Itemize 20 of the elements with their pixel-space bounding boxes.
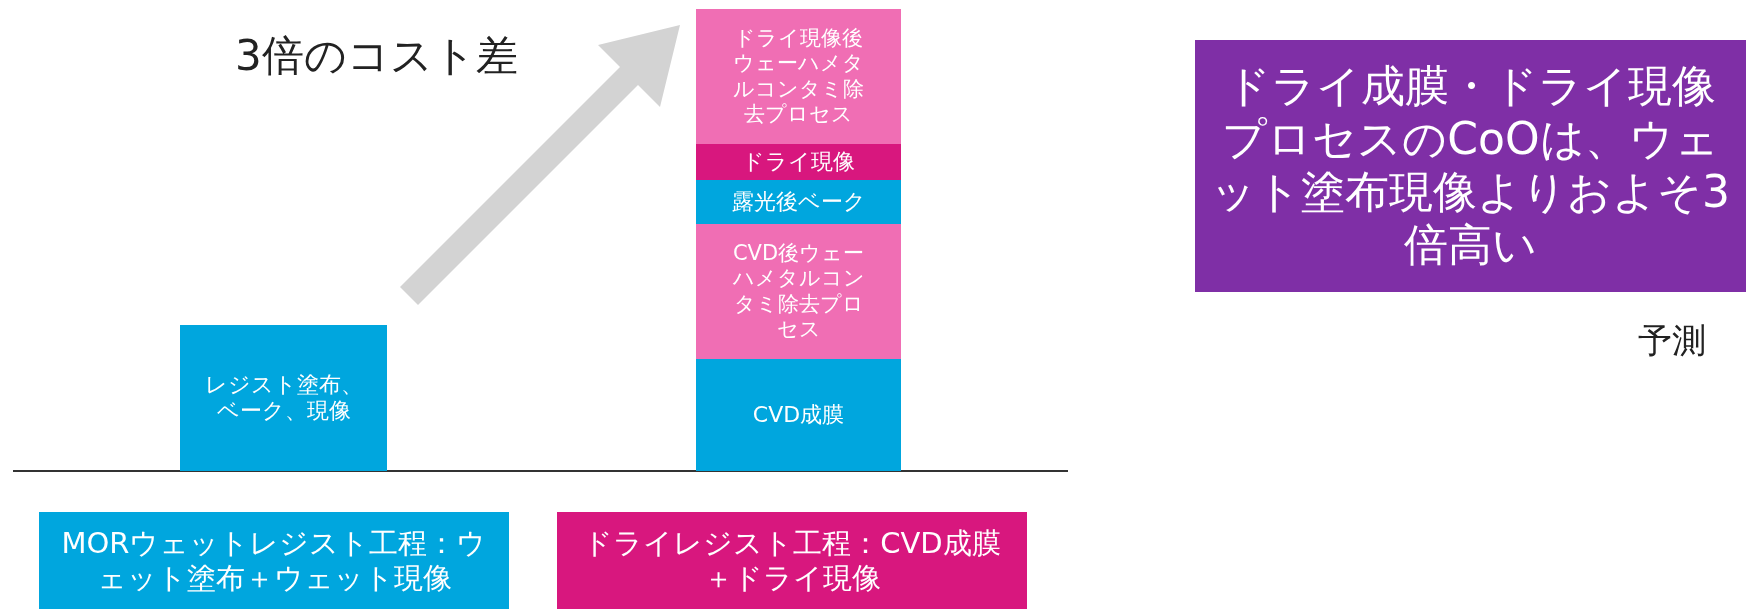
box-text: ドライ成膜・ドライ現像プロセスのCoOは、ウェット塗布現像よりおよそ3倍高い (1210, 60, 1731, 272)
box-text: レジスト塗布、ベーク、現像 (203, 371, 364, 425)
box-text: MORウェットレジスト工程：ウェット塗布＋ウェット現像 (60, 525, 488, 596)
note-text: 予測 (1638, 319, 1706, 362)
cost-segment (696, 359, 901, 471)
box-text: CVD後ウェーハメタルコンタミ除去プロセス (731, 241, 866, 342)
cost-segment (696, 144, 901, 180)
box-text: CVD成膜 (752, 401, 845, 429)
box-text: ドライ現像後ウェーハメタルコンタミ除去プロセス (732, 26, 865, 127)
box-text: ドライレジスト工程：CVD成膜＋ドライ現像 (582, 525, 1002, 596)
box-text: ドライ現像 (742, 148, 855, 176)
category-box (557, 512, 1027, 609)
cost-segment (696, 180, 901, 224)
callout-box (1195, 40, 1746, 292)
annotation-text: 3倍のコスト差 (235, 30, 518, 82)
cost-segment (696, 224, 901, 359)
category-box (39, 512, 509, 609)
cost-segment (696, 9, 901, 144)
cost-segment (180, 325, 387, 471)
box-text: 露光後ベーク (731, 188, 866, 216)
